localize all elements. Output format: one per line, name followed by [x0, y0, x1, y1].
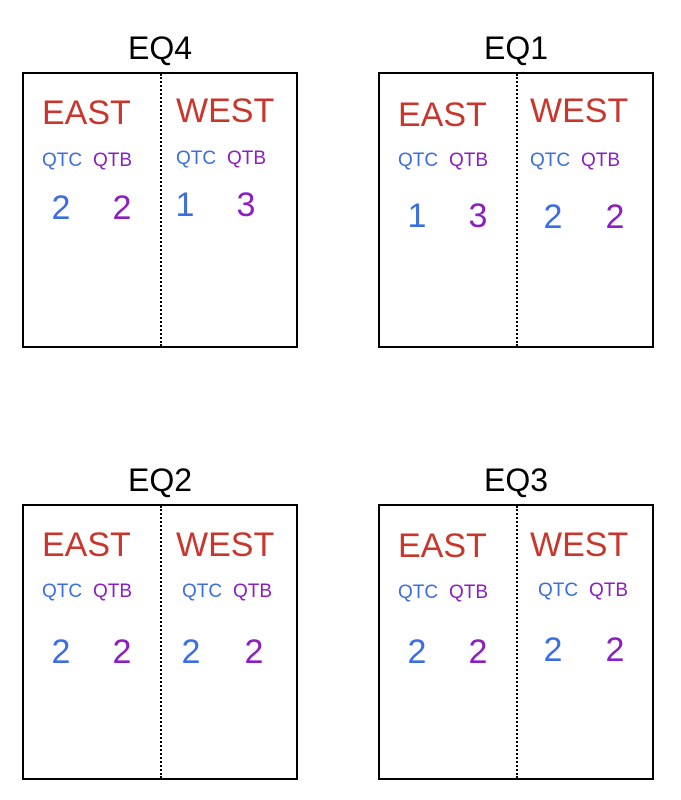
panel-title: EQ2: [127, 462, 193, 498]
qtb-value: 2: [112, 189, 132, 227]
west-label: WEST: [176, 526, 275, 564]
qtb-header: QTB: [449, 150, 489, 171]
divider-line: [160, 74, 162, 346]
west-label: WEST: [176, 92, 275, 130]
qtb-header: QTB: [581, 150, 621, 171]
qtc-value: 1: [175, 186, 195, 224]
qtb-header: QTB: [227, 148, 267, 169]
qtc-value: 2: [51, 189, 71, 227]
qtc-header: QTC: [182, 581, 223, 602]
panel-box: EAST QTC QTB 2 2 WEST QTC QTB 2 2: [378, 504, 654, 780]
panel-box: EAST QTC QTB 2 2 WEST QTC QTB 2 2: [22, 504, 298, 780]
qtb-header: QTB: [93, 581, 133, 602]
qtb-value: 2: [112, 633, 132, 671]
qtb-header: QTB: [449, 582, 489, 603]
panel-eq1: EQ1 EAST QTC QTB 1 3 WEST QTC QTB 2 2: [378, 30, 654, 350]
qtc-header: QTC: [398, 150, 439, 171]
east-label: EAST: [42, 94, 131, 132]
divider-line: [516, 506, 518, 778]
qtc-value: 2: [543, 631, 563, 669]
qtb-value: 2: [605, 198, 625, 236]
qtb-header: QTB: [233, 581, 273, 602]
qtb-header: QTB: [93, 150, 133, 171]
qtc-value: 2: [407, 633, 427, 671]
east-label: EAST: [42, 526, 131, 564]
qtc-value: 2: [543, 198, 563, 236]
qtb-value: 2: [605, 631, 625, 669]
east-label: EAST: [398, 527, 487, 565]
qtc-header: QTC: [42, 150, 83, 171]
qtb-value: 3: [468, 197, 488, 235]
panel-title: EQ1: [483, 30, 549, 66]
qtc-value: 2: [181, 633, 201, 671]
divider-line: [160, 506, 162, 778]
west-label: WEST: [530, 526, 629, 564]
panel-eq3: EQ3 EAST QTC QTB 2 2 WEST QTC QTB 2 2: [378, 462, 654, 782]
west-label: WEST: [530, 92, 629, 130]
qtc-value: 1: [407, 197, 427, 235]
panel-box: EAST QTC QTB 1 3 WEST QTC QTB 2 2: [378, 72, 654, 348]
qtc-header: QTC: [176, 148, 217, 169]
qtc-header: QTC: [538, 580, 579, 601]
qtc-value: 2: [51, 633, 71, 671]
qtb-header: QTB: [589, 580, 629, 601]
panel-box: EAST QTC QTB 2 2 EAST WEST QTC QTB 1 3: [22, 72, 298, 348]
qtc-header: QTC: [398, 582, 439, 603]
divider-line: [516, 74, 518, 346]
panel-title: EQ3: [483, 462, 549, 498]
qtc-header: QTC: [530, 150, 571, 171]
east-label: EAST: [398, 96, 487, 134]
qtb-value: 2: [244, 633, 264, 671]
qtb-value: 3: [236, 186, 256, 224]
panel-eq4: EQ4 EAST QTC QTB 2 2 EAST WEST QTC QTB 1…: [22, 30, 298, 350]
qtc-header: QTC: [42, 581, 83, 602]
panel-eq2: EQ2 EAST QTC QTB 2 2 WEST QTC QTB 2 2: [22, 462, 298, 782]
panel-title: EQ4: [127, 30, 193, 66]
qtb-value: 2: [468, 633, 488, 671]
